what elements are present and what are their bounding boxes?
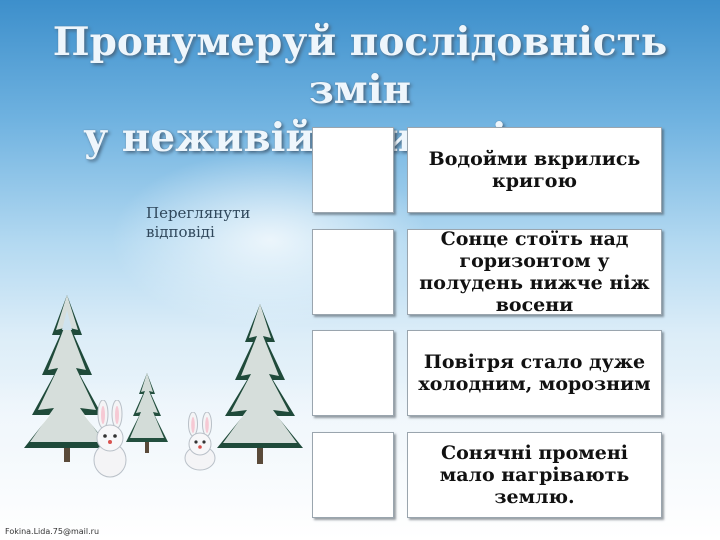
author-email: Fokina.Lida.75@mail.ru <box>5 527 100 536</box>
order-number-box-4[interactable] <box>312 432 394 518</box>
snowy-fir-tree-icon <box>217 304 303 464</box>
statement-card-3: Повітря стало дуже холодним, морозним <box>407 330 662 416</box>
title-line-1: Пронумеруй послідовність змін <box>52 19 668 113</box>
order-number-box-2[interactable] <box>312 229 394 315</box>
order-number-box-3[interactable] <box>312 330 394 416</box>
snowy-fir-tree-icon <box>126 373 168 453</box>
statement-card-4: Сонячні промені мало нагрівають землю. <box>407 432 662 518</box>
review-answers-link[interactable]: Переглянути відповіді <box>146 204 251 241</box>
snowy-fir-tree-icon <box>24 295 110 462</box>
page-title: Пронумеруй послідовність змін у неживій … <box>0 18 720 162</box>
statement-card-1: Водойми вкрились кригою <box>407 127 662 213</box>
bunny-icon <box>93 400 127 478</box>
order-number-box-1[interactable] <box>312 127 394 213</box>
statement-text: Сонце стоїть над горизонтом у полудень н… <box>419 228 650 316</box>
statement-card-2: Сонце стоїть над горизонтом у полудень н… <box>407 228 662 316</box>
statement-text: Повітря стало дуже холодним, морозним <box>418 351 651 395</box>
bunny-icon <box>184 412 216 471</box>
statement-text: Водойми вкрились кригою <box>428 148 641 192</box>
statement-text: Сонячні промені мало нагрівають землю. <box>439 442 630 508</box>
